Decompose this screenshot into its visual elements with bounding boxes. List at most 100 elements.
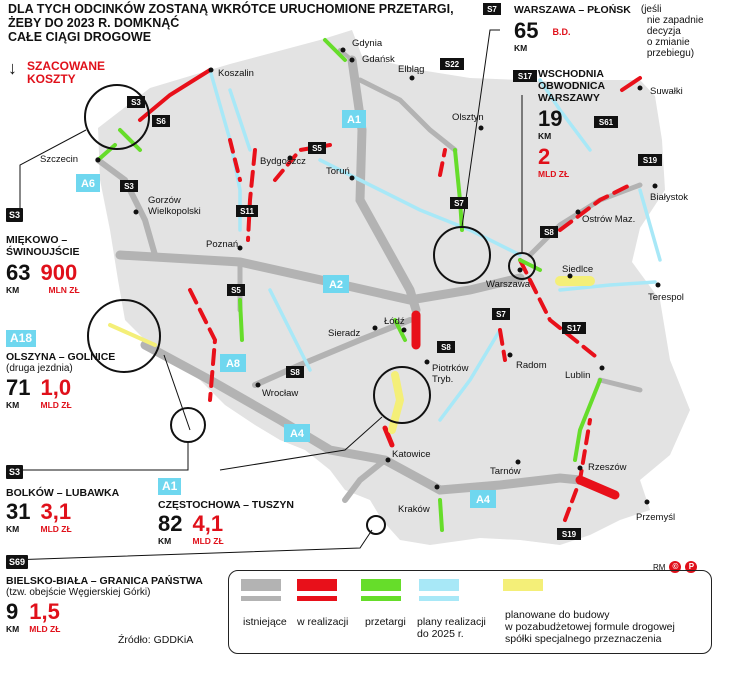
- source-note: Źródło: GDDKiA: [118, 634, 194, 646]
- project-km: 65: [514, 18, 539, 43]
- special-roads: [108, 276, 595, 434]
- badge-s8-west: S8: [286, 366, 304, 378]
- project-wschodnia-obwodnica: WSCHODNIA OBWODNICA WARSZAWY 19 KM 2 MLD…: [538, 68, 606, 179]
- svg-text:S3: S3: [124, 182, 134, 191]
- title-line-3: CAŁE CIĄGI DROGOWE: [8, 30, 152, 44]
- svg-text:S8: S8: [441, 343, 451, 352]
- city-olsztyn: Olsztyn: [452, 112, 484, 123]
- road-s8-wroclaw: [252, 317, 413, 388]
- badge-a8: A8: [220, 354, 246, 372]
- svg-text:A4: A4: [290, 428, 305, 440]
- legend-existing-swatch: [241, 579, 281, 601]
- circle-miekowo: [84, 84, 150, 150]
- city-przemysl: Przemyśl: [636, 512, 675, 523]
- road-badges: S7 S22 S3 S6 S5 S17 S61 S19 S3 S11 S7 S8…: [120, 3, 662, 540]
- badge-s8-ne: S8: [540, 226, 558, 238]
- badge-s3: S3: [6, 208, 24, 222]
- legend-in-progress-swatch: [297, 579, 337, 601]
- city-bialystok: Białystok: [650, 192, 688, 203]
- city-gorzow-1: Gorzów: [148, 195, 181, 206]
- legend-planned-label-3: spółki specjalnego przeznaczenia: [505, 633, 662, 645]
- project-olszyna: A18 OLSZYNA – GOLNICE (druga jezdnia) 71…: [6, 330, 116, 410]
- poland-outline: [98, 30, 690, 545]
- badge-s11: S11: [236, 205, 258, 217]
- city-elblag: Elbląg: [398, 64, 424, 75]
- city-sieradz: Sieradz: [328, 328, 360, 339]
- badge-s7-mid: S7: [450, 197, 468, 209]
- costs-label-2: KOSZTY: [27, 72, 76, 86]
- svg-text:S17: S17: [567, 324, 582, 333]
- svg-text:S17: S17: [518, 72, 533, 81]
- badge-s7-top: S7: [483, 3, 501, 15]
- legend-tenders-swatch: [361, 579, 401, 601]
- badge-s5-north: S5: [308, 142, 326, 154]
- city-radom: Radom: [516, 360, 547, 371]
- city-lodz: Łódź: [384, 316, 405, 327]
- city-bydgoszcz: Bydgoszcz: [260, 156, 306, 167]
- svg-text:S7: S7: [487, 5, 497, 14]
- city-rzeszow: Rzeszów: [588, 462, 627, 473]
- badge-s8-mid: S8: [437, 341, 455, 353]
- city-gorzow-2: Wielkopolski: [148, 206, 201, 217]
- badge-s3-mid: S3: [120, 180, 138, 192]
- legend-plans-label-1: plany realizacji: [417, 616, 486, 628]
- city-piotrkow-2: Tryb.: [432, 374, 453, 385]
- road-a4-south: [342, 457, 388, 503]
- road-a2: [115, 250, 525, 305]
- badge-s17-top: S17: [513, 70, 537, 82]
- city-krakow: Kraków: [398, 504, 430, 515]
- legend-existing-label: istniejące: [243, 616, 287, 628]
- tender-roads: [96, 38, 602, 532]
- project-cost: 2: [538, 144, 551, 169]
- svg-text:S6: S6: [156, 117, 166, 126]
- badge-s3-north: S3: [127, 96, 145, 108]
- badge-a4-west: A4: [284, 424, 310, 442]
- legend-tenders-label: przetargi: [365, 616, 406, 628]
- project-name: WARSZAWA – PŁOŃSK: [514, 4, 631, 16]
- legend-plans-label-2: do 2025 r.: [417, 628, 464, 640]
- title-line-1: DLA TYCH ODCINKÓW ZOSTANĄ WKRÓTCE URUCHO…: [8, 2, 454, 16]
- svg-text:S7: S7: [454, 199, 464, 208]
- city-gdansk: Gdańsk: [362, 54, 395, 65]
- city-ostrow: Ostrów Maz.: [582, 214, 635, 225]
- badge-a18: A18: [6, 330, 37, 347]
- existing-roads: [95, 48, 643, 503]
- badge-s17-south: S17: [562, 322, 586, 334]
- leader-lines: [9, 29, 523, 561]
- badge-a1: A1: [158, 478, 182, 495]
- svg-text:S5: S5: [312, 144, 322, 153]
- svg-text:S3: S3: [131, 98, 141, 107]
- city-szczecin: Szczecin: [40, 154, 78, 165]
- infographic-title: DLA TYCH ODCINKÓW ZOSTANĄ WKRÓTCE URUCHO…: [8, 2, 454, 44]
- legend-planned-label-2: w pozabudżetowej formule drogowej: [505, 621, 675, 633]
- city-torun: Toruń: [326, 166, 350, 177]
- legend-planned-swatch: [503, 579, 543, 591]
- badge-a4-east: A4: [470, 490, 496, 508]
- arrow-down-icon: ↓: [8, 58, 17, 78]
- badge-s61: S61: [594, 116, 618, 128]
- badge-s6: S6: [152, 115, 170, 127]
- legend-in-progress-label: w realizacji: [297, 616, 349, 628]
- svg-text:S11: S11: [240, 207, 254, 216]
- badge-s7-south: S7: [492, 308, 510, 320]
- circle-bielsko: [366, 515, 386, 535]
- city-lublin: Lublin: [565, 370, 590, 381]
- city-siedlce: Siedlce: [562, 264, 593, 275]
- estimated-costs-header: ↓ SZACOWANE KOSZTY: [8, 58, 105, 86]
- svg-text:S61: S61: [599, 118, 614, 127]
- city-terespol: Terespol: [648, 292, 684, 303]
- road-s3-west: [95, 157, 158, 258]
- badge-a6: A6: [76, 174, 100, 192]
- badge-s19-south: S19: [557, 528, 581, 540]
- city-warszawa: Warszawa: [486, 279, 531, 290]
- motorway-badges: A1 A6 A2 A8 A4 A4: [76, 110, 496, 508]
- city-dots: [95, 47, 661, 505]
- badge-s19-north: S19: [638, 154, 662, 166]
- costs-label-1: SZACOWANE: [27, 59, 105, 73]
- badge-a1-north: A1: [342, 110, 366, 128]
- road-s17-east: [597, 377, 643, 393]
- city-katowice: Katowice: [392, 449, 431, 460]
- highlight-circles: [84, 84, 536, 535]
